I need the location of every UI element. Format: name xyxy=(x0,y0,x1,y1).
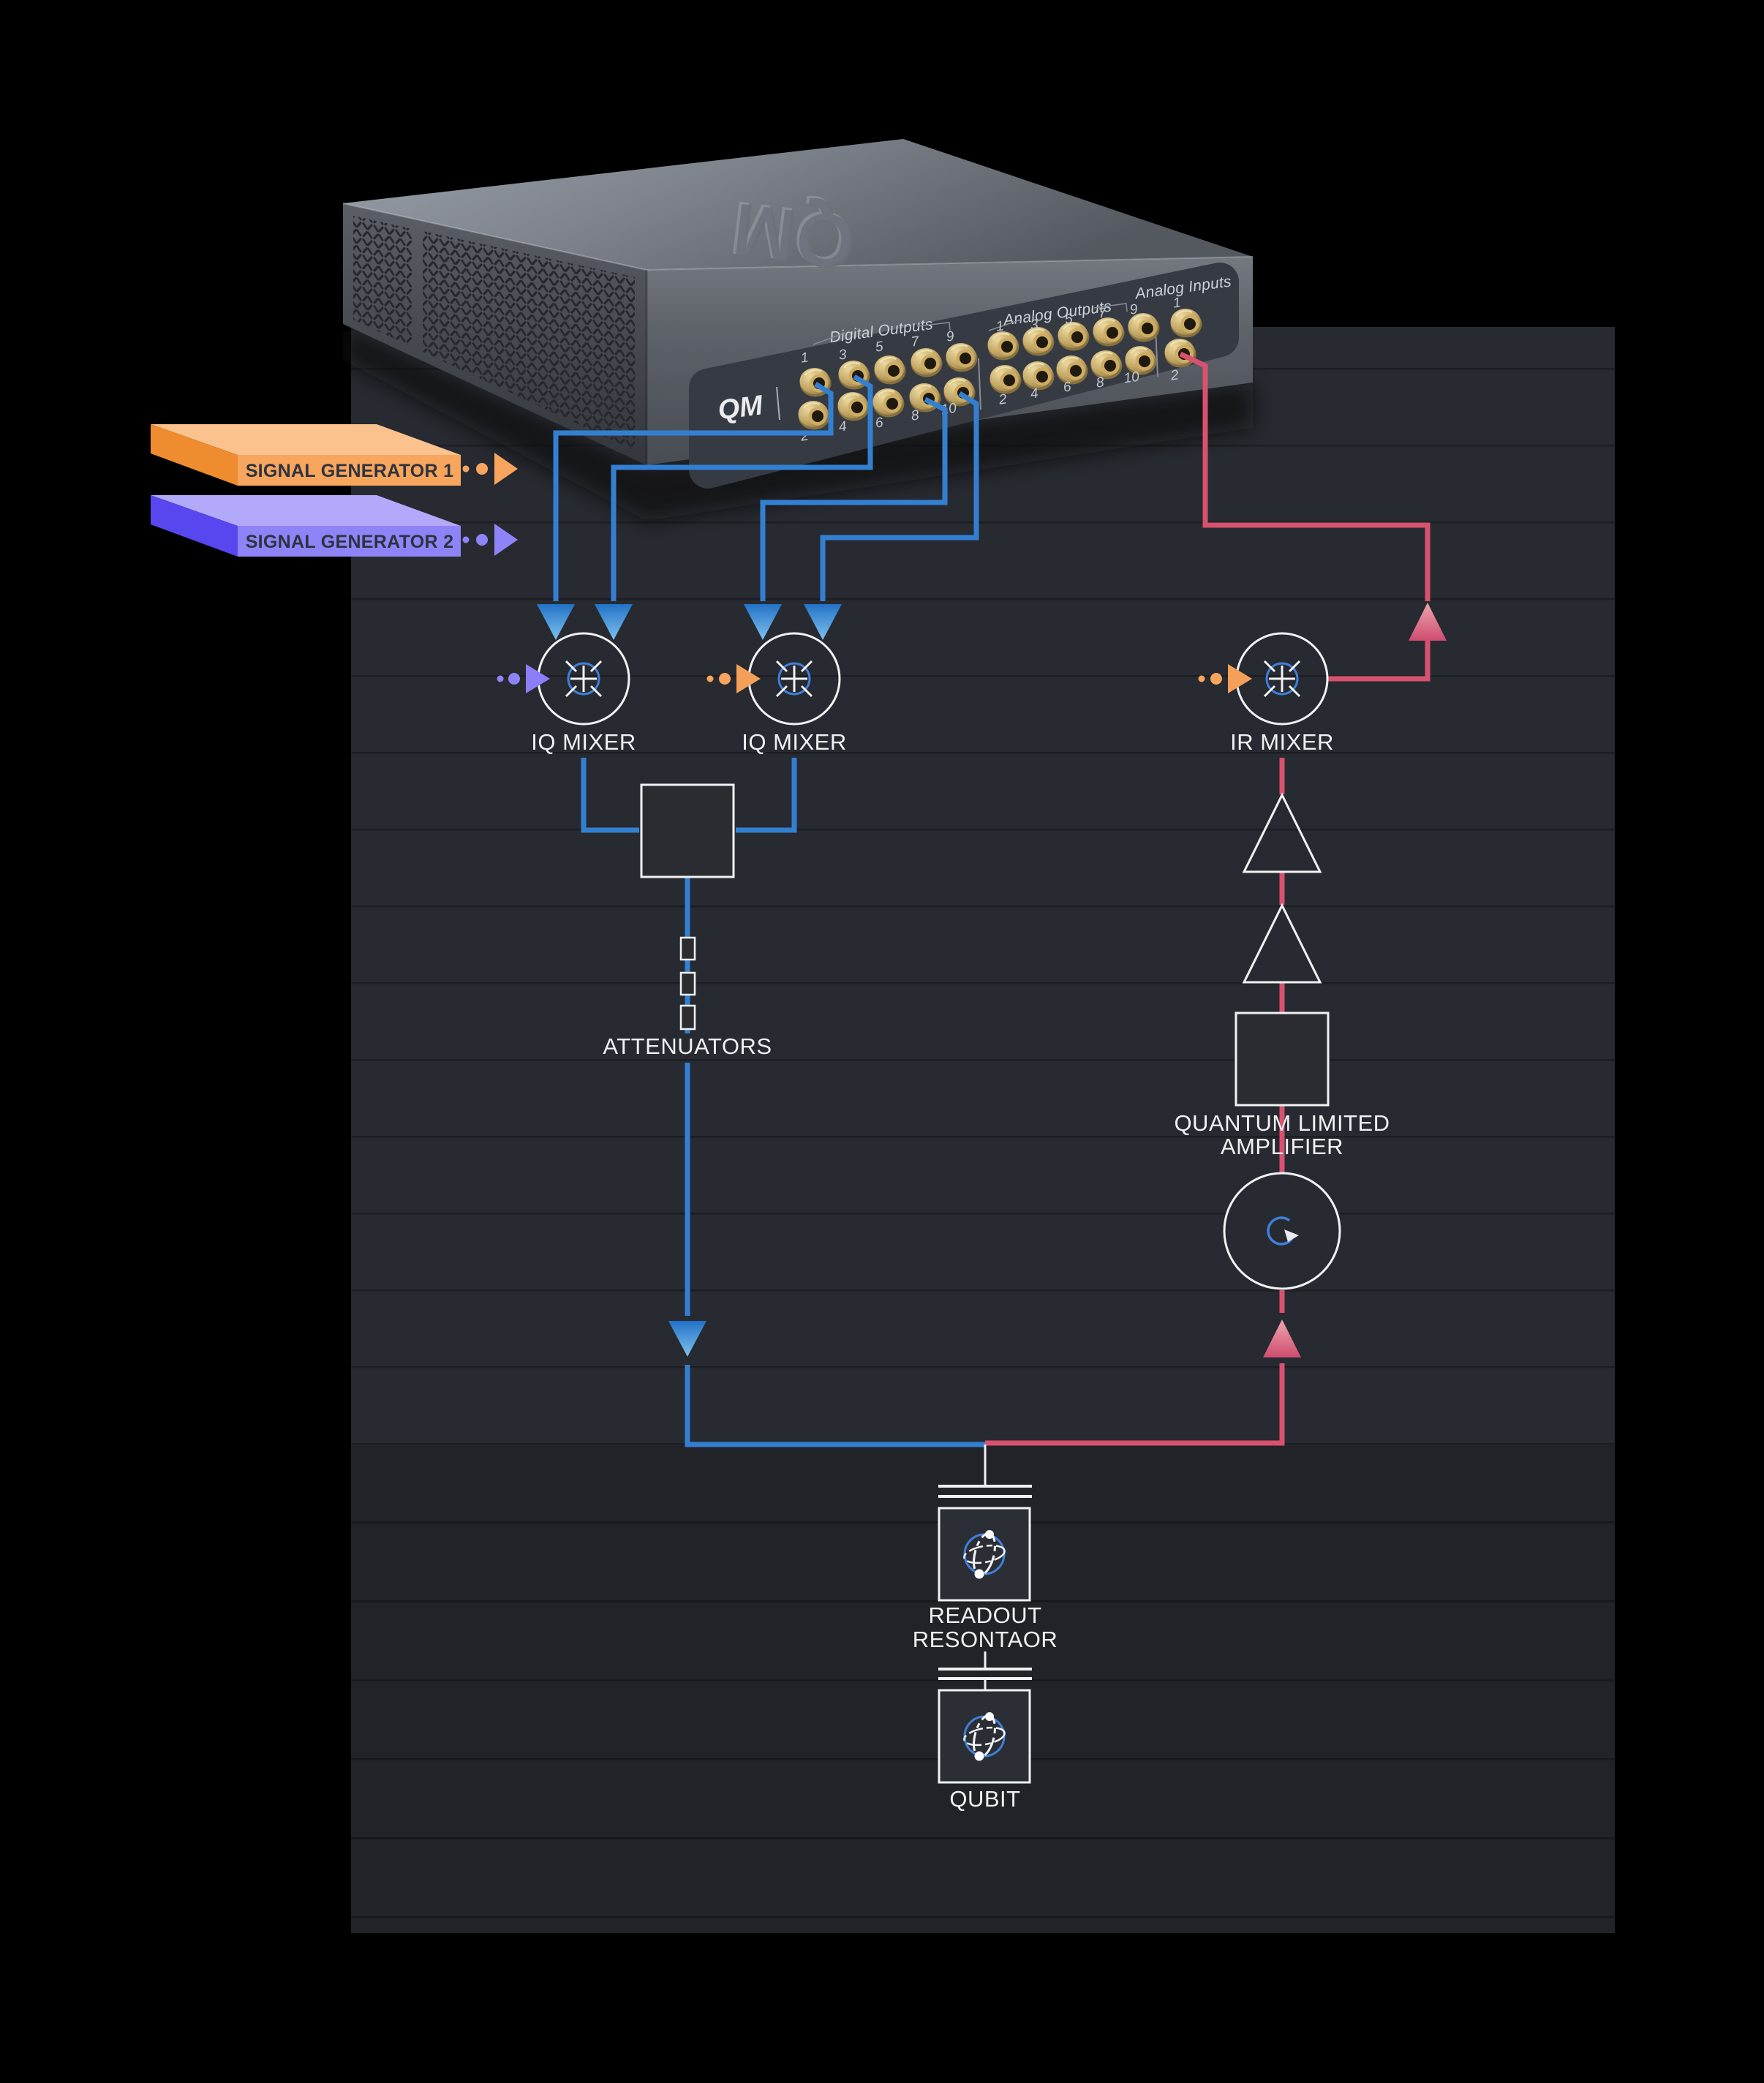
svg-text:9: 9 xyxy=(946,328,956,344)
signal-generator-2-label: SIGNAL GENERATOR 2 xyxy=(246,532,454,552)
qm-device: QM QM QM Digital Outputs Analog Outputs … xyxy=(342,139,1254,521)
svg-text:5: 5 xyxy=(875,339,885,355)
svg-text:QM: QM xyxy=(728,187,860,286)
line-digital8-to-iqmixer2 xyxy=(760,396,948,601)
circulator-arrow-icon xyxy=(1284,1229,1299,1242)
blue-signal-lines xyxy=(553,374,985,1447)
capacitor-2 xyxy=(938,1668,1032,1680)
svg-text:1: 1 xyxy=(995,318,1005,334)
readout-couplers xyxy=(938,1444,1032,1690)
line-to-analog-input xyxy=(1179,351,1431,601)
svg-text:IQ MIXER: IQ MIXER xyxy=(531,729,636,755)
svg-text:3: 3 xyxy=(838,347,848,363)
line-to-readout-junction xyxy=(685,1365,985,1447)
group-separator-1 xyxy=(978,358,981,410)
attenuators-label: ATTENUATORS xyxy=(603,1033,772,1059)
quantum-limited-amplifier: QUANTUM LIMITED AMPLIFIER xyxy=(1174,1012,1390,1159)
digital-output-ports: 1 3 5 7 9 2 4 6 8 10 xyxy=(797,328,979,445)
signal-generator-1: SIGNAL GENERATOR 1 xyxy=(151,424,518,486)
vent-grid-small xyxy=(353,216,412,347)
svg-text:IR MIXER: IR MIXER xyxy=(1230,729,1334,755)
front-panel-recess xyxy=(689,263,1239,489)
svg-text:RESONTAOR: RESONTAOR xyxy=(913,1627,1058,1652)
line-iqmixer1-to-combiner xyxy=(581,758,639,833)
analog-output-ports: 1 3 5 7 9 2 4 6 8 10 xyxy=(987,301,1161,408)
svg-text:QM: QM xyxy=(726,184,858,284)
svg-text:1: 1 xyxy=(1172,295,1182,311)
iq-mixer-1: IQ MIXER xyxy=(497,632,636,755)
svg-text:7: 7 xyxy=(911,334,921,350)
svg-text:READOUT: READOUT xyxy=(928,1602,1041,1628)
capacitor-1 xyxy=(938,1485,1032,1498)
svg-text:7: 7 xyxy=(1098,305,1109,321)
line-digital3-to-iqmixer1 xyxy=(611,374,873,601)
svg-text:8: 8 xyxy=(911,407,921,423)
svg-text:QUBIT: QUBIT xyxy=(949,1786,1020,1812)
lo-input-arrow-orange xyxy=(706,664,761,693)
signal-flow-arrow-orange xyxy=(462,453,518,485)
device-top-face xyxy=(343,139,1253,270)
qubit: QUBIT xyxy=(938,1689,1031,1812)
circulator xyxy=(1223,1172,1341,1290)
svg-text:8: 8 xyxy=(1096,374,1106,391)
svg-text:1: 1 xyxy=(800,350,810,366)
device-shadow xyxy=(343,324,1253,521)
svg-text:6: 6 xyxy=(875,415,885,431)
brand-divider xyxy=(776,386,780,421)
analog-input-ports: 1 2 xyxy=(1164,295,1203,384)
svg-text:2: 2 xyxy=(998,391,1009,407)
line-digital1-to-iqmixer1 xyxy=(553,382,834,601)
signal-flow-arrow-purple xyxy=(462,524,518,556)
svg-text:9: 9 xyxy=(1129,301,1139,317)
svg-text:4: 4 xyxy=(838,418,848,434)
line-iqmixer2-to-combiner xyxy=(736,758,797,833)
svg-text:AMPLIFIER: AMPLIFIER xyxy=(1221,1134,1343,1159)
attenuators: ATTENUATORS xyxy=(603,936,772,1059)
line-digital10-to-iqmixer2 xyxy=(820,391,979,601)
svg-text:6: 6 xyxy=(1063,379,1073,395)
svg-text:3: 3 xyxy=(1030,317,1040,333)
signal-generator-1-label: SIGNAL GENERATOR 1 xyxy=(246,461,454,481)
combiner-box xyxy=(640,783,735,878)
vent-grid-large xyxy=(423,231,635,451)
top-logo: QM QM xyxy=(726,184,861,286)
ir-mixer: IR MIXER xyxy=(1198,632,1334,755)
lo-input-arrow-orange-ir xyxy=(1198,664,1252,693)
svg-text:QUANTUM LIMITED: QUANTUM LIMITED xyxy=(1174,1110,1390,1136)
circulator-rotation-icon xyxy=(1267,1216,1294,1246)
svg-text:5: 5 xyxy=(1064,311,1074,327)
iq-mixer-2: IQ MIXER xyxy=(706,632,847,755)
line-irmixer-out xyxy=(1328,635,1431,682)
signal-generator-2: SIGNAL GENERATOR 2 xyxy=(151,495,518,557)
front-brand-logo: QM xyxy=(716,390,765,426)
svg-text:10: 10 xyxy=(1123,369,1140,387)
line-readout-to-circulator xyxy=(985,1363,1285,1446)
svg-text:2: 2 xyxy=(1169,367,1180,383)
svg-text:IQ MIXER: IQ MIXER xyxy=(742,729,847,755)
lo-input-arrow-purple xyxy=(497,664,550,693)
readout-resonator: READOUT RESONTAOR xyxy=(913,1507,1058,1652)
pink-signal-lines xyxy=(985,351,1431,1446)
svg-text:4: 4 xyxy=(1030,385,1039,402)
